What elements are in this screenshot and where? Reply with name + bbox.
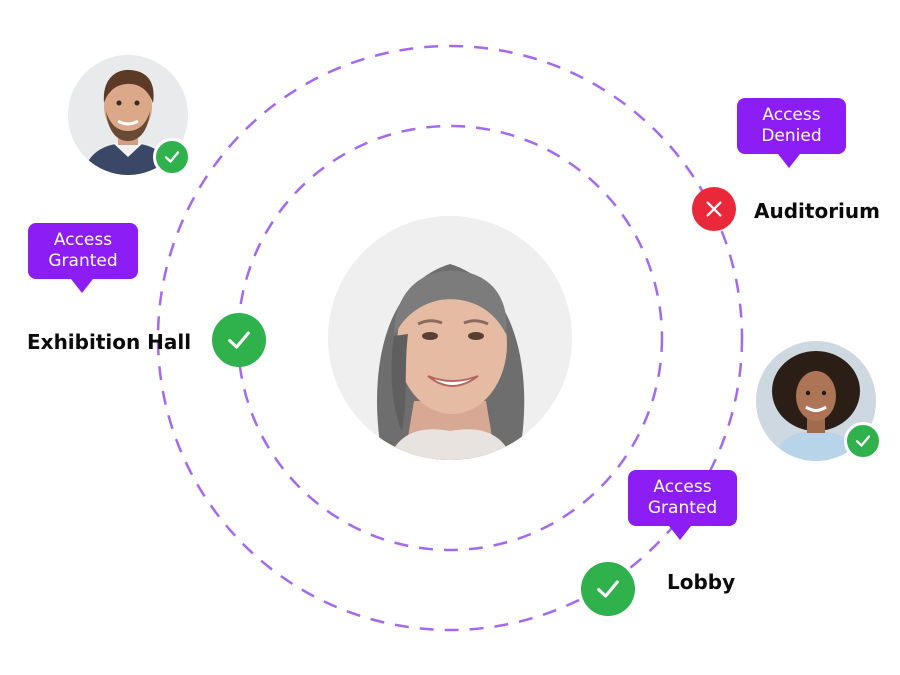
auditorium-access-bubble: Access Denied bbox=[737, 98, 846, 168]
man-verified-badge bbox=[153, 138, 191, 176]
exhibition-hall-access-bubble: Access Granted bbox=[28, 223, 138, 293]
bubble-line: Access bbox=[653, 477, 712, 497]
avatar-man-beard-icon bbox=[68, 55, 188, 175]
outer-orbit bbox=[156, 44, 744, 632]
verified-avatar-woman bbox=[756, 341, 876, 461]
bubble-line: Denied bbox=[761, 126, 822, 146]
location-exhibition-hall: Exhibition Hall bbox=[27, 330, 192, 354]
avatar-older-woman-icon bbox=[328, 216, 572, 460]
bubble-line: Granted bbox=[647, 498, 718, 518]
woman-verified-badge bbox=[844, 422, 882, 460]
close-icon bbox=[706, 201, 722, 217]
auditorium-denied-badge bbox=[692, 187, 736, 231]
bubble-line: Access bbox=[53, 230, 113, 250]
exhibition-hall-granted-badge bbox=[212, 313, 266, 367]
bubble-line: Access bbox=[762, 105, 821, 125]
lobby-granted-badge bbox=[581, 562, 635, 616]
location-lobby: Lobby bbox=[667, 570, 736, 594]
check-icon bbox=[597, 580, 619, 598]
avatar-woman-curly-hair-icon bbox=[756, 341, 876, 461]
check-icon bbox=[228, 331, 250, 349]
bubble-line: Granted bbox=[48, 251, 118, 271]
center-avatar bbox=[328, 216, 572, 460]
verified-avatar-man bbox=[68, 55, 188, 175]
location-auditorium: Auditorium bbox=[754, 199, 880, 223]
check-icon bbox=[855, 435, 871, 447]
inner-orbit bbox=[236, 124, 664, 552]
check-icon bbox=[164, 151, 180, 163]
lobby-access-bubble: Access Granted bbox=[628, 470, 737, 540]
